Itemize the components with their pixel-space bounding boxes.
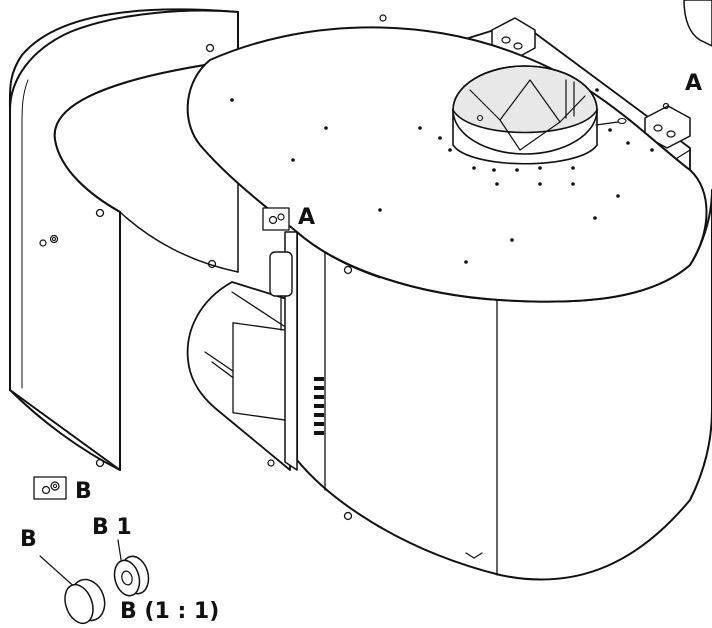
- screw-hole: [95, 458, 105, 468]
- part-b1-plug: B 1: [92, 515, 150, 597]
- label-a-top-right: A: [685, 71, 702, 96]
- callout-b: B: [33, 476, 92, 504]
- screw-hole: [205, 43, 215, 53]
- label-b1: B 1: [92, 515, 132, 540]
- label-b-part: B: [20, 527, 37, 552]
- exhaust-collar: [452, 65, 627, 165]
- callout-a-center: A: [262, 205, 315, 231]
- left-curved-panel: [8, 8, 239, 471]
- hood-body: [186, 0, 712, 581]
- screw-hole: [207, 259, 217, 269]
- label-b-callout: B: [75, 479, 92, 504]
- part-b-cap: B: [20, 527, 106, 625]
- cylinder: [269, 251, 293, 297]
- top-plate-screws: [230, 88, 654, 264]
- label-b-scale: B (1 : 1): [120, 599, 219, 624]
- vent-slots: [314, 377, 324, 435]
- label-a-center: A: [298, 205, 315, 230]
- screw-hole: [95, 208, 105, 218]
